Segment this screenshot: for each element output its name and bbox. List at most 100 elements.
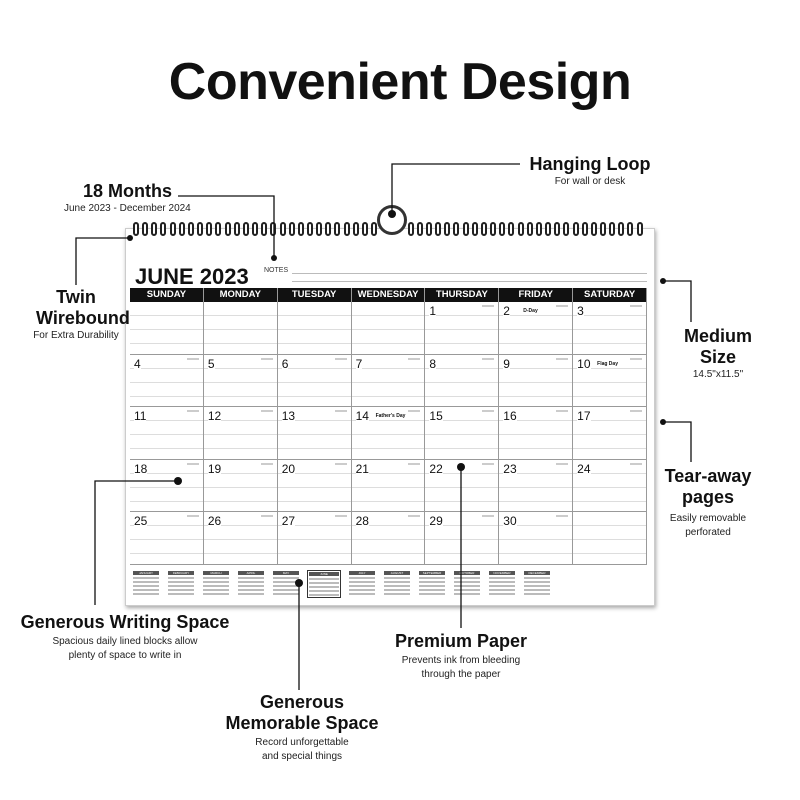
wire-coil [371,222,378,236]
mini-month-days [273,577,299,595]
day-number: 4 [134,356,141,371]
day-number: 21 [355,461,369,476]
mini-month-name: SEPTEMBER [419,571,445,575]
wire-coil [462,222,469,236]
day-cell[interactable]: 25 [130,512,204,565]
day-cell[interactable]: 20 [277,459,352,513]
wire-coil [316,222,323,236]
day-cell[interactable]: 7 [351,354,426,408]
day-of-year-mark [260,357,273,360]
day-cell[interactable]: 19 [203,459,278,513]
day-cell[interactable]: 9 [499,354,574,408]
day-number: 2 [503,304,510,318]
wire-coil [279,222,286,236]
wire-coil [206,222,213,236]
mini-month-name: OCTOBER [454,571,480,575]
day-number: 27 [281,514,296,529]
mini-month-days [133,577,159,595]
day-cell[interactable]: 29 [425,512,500,565]
wire-coil [499,222,506,236]
day-cell[interactable]: 23 [499,459,574,513]
day-cell[interactable]: 3 [573,302,647,355]
day-number: 23 [503,461,517,476]
twin-wire-binding [133,222,643,244]
mini-month-january: JANUARY [132,570,160,598]
wire-coil [590,222,597,236]
day-of-year-mark [482,410,495,413]
wire-coil [361,222,368,236]
callout-writing-space: Generous Writing Space Spacious daily li… [20,612,230,661]
day-cell[interactable]: 16 [499,407,574,460]
day-number: 30 [503,514,517,529]
day-of-year-mark [629,305,642,307]
day-of-year-mark [408,410,421,413]
day-number: 14 [355,409,369,424]
wire-coil [334,222,341,236]
day-cell[interactable] [203,302,278,355]
day-cell[interactable]: 15 [425,407,500,460]
weekday-sunday: SUNDAY [130,288,204,302]
day-cell[interactable]: 17 [573,407,647,460]
wire-coil [416,222,423,236]
day-cell[interactable]: 24 [573,459,647,513]
day-of-year-mark [408,357,421,360]
day-cell[interactable] [573,512,647,565]
day-of-year-mark [408,462,421,465]
wire-coil [142,222,149,236]
day-cell[interactable]: 11 [130,407,204,460]
wire-coil [480,222,487,236]
day-number: 24 [577,461,591,476]
wire-coil [178,222,185,236]
notes-label: NOTES [264,267,289,274]
day-cell[interactable]: 27 [277,512,352,565]
mini-month-days [419,577,445,595]
wire-coil [306,222,313,236]
day-number: 26 [207,514,222,529]
day-of-year-mark [482,462,495,465]
day-of-year-mark [629,410,642,413]
wire-coil [215,222,222,236]
day-cell[interactable]: 1 [425,302,500,355]
day-cell[interactable]: 30 [499,512,574,565]
day-number: 29 [429,514,443,529]
day-number: 8 [429,356,437,371]
mini-month-days [384,577,410,595]
day-cell[interactable]: 12 [203,407,278,460]
day-cell[interactable]: 4 [130,354,204,408]
day-cell[interactable]: 26 [203,512,278,565]
day-number: 19 [207,461,222,476]
day-number: 3 [577,304,584,318]
weekday-friday: FRIDAY [499,288,574,302]
mini-month-february: FEBRUARY [167,570,195,598]
day-cell[interactable]: 6 [277,354,352,408]
mini-month-name: JANUARY [133,571,159,575]
wire-coil [517,222,524,236]
mini-month-days [524,577,550,595]
day-cell[interactable]: 28 [351,512,426,565]
day-of-year-mark [260,462,273,465]
mini-month-name: AUGUST [384,571,410,575]
day-cell[interactable]: 18 [130,459,204,513]
day-of-year-mark [556,515,569,518]
day-cell[interactable]: 21 [351,459,426,513]
wire-coil [426,222,432,236]
day-cell[interactable]: 8 [425,354,500,408]
day-cell[interactable] [351,302,426,355]
day-cell[interactable] [130,302,204,355]
day-cell[interactable]: 13 [277,407,352,460]
mini-month-name: DECEMBER [524,571,550,575]
mini-month-july: JULY [348,570,376,598]
wire-coil [609,222,616,236]
wire-coil [563,222,570,236]
callout-premium-paper: Premium Paper Prevents ink from bleeding… [394,631,528,680]
weekday-saturday: SATURDAY [573,288,648,302]
mini-month-name: APRIL [238,571,264,575]
day-of-year-mark [186,357,199,360]
day-cell[interactable]: 5 [203,354,278,408]
day-number: 25 [134,514,148,529]
day-cell[interactable] [277,302,352,355]
